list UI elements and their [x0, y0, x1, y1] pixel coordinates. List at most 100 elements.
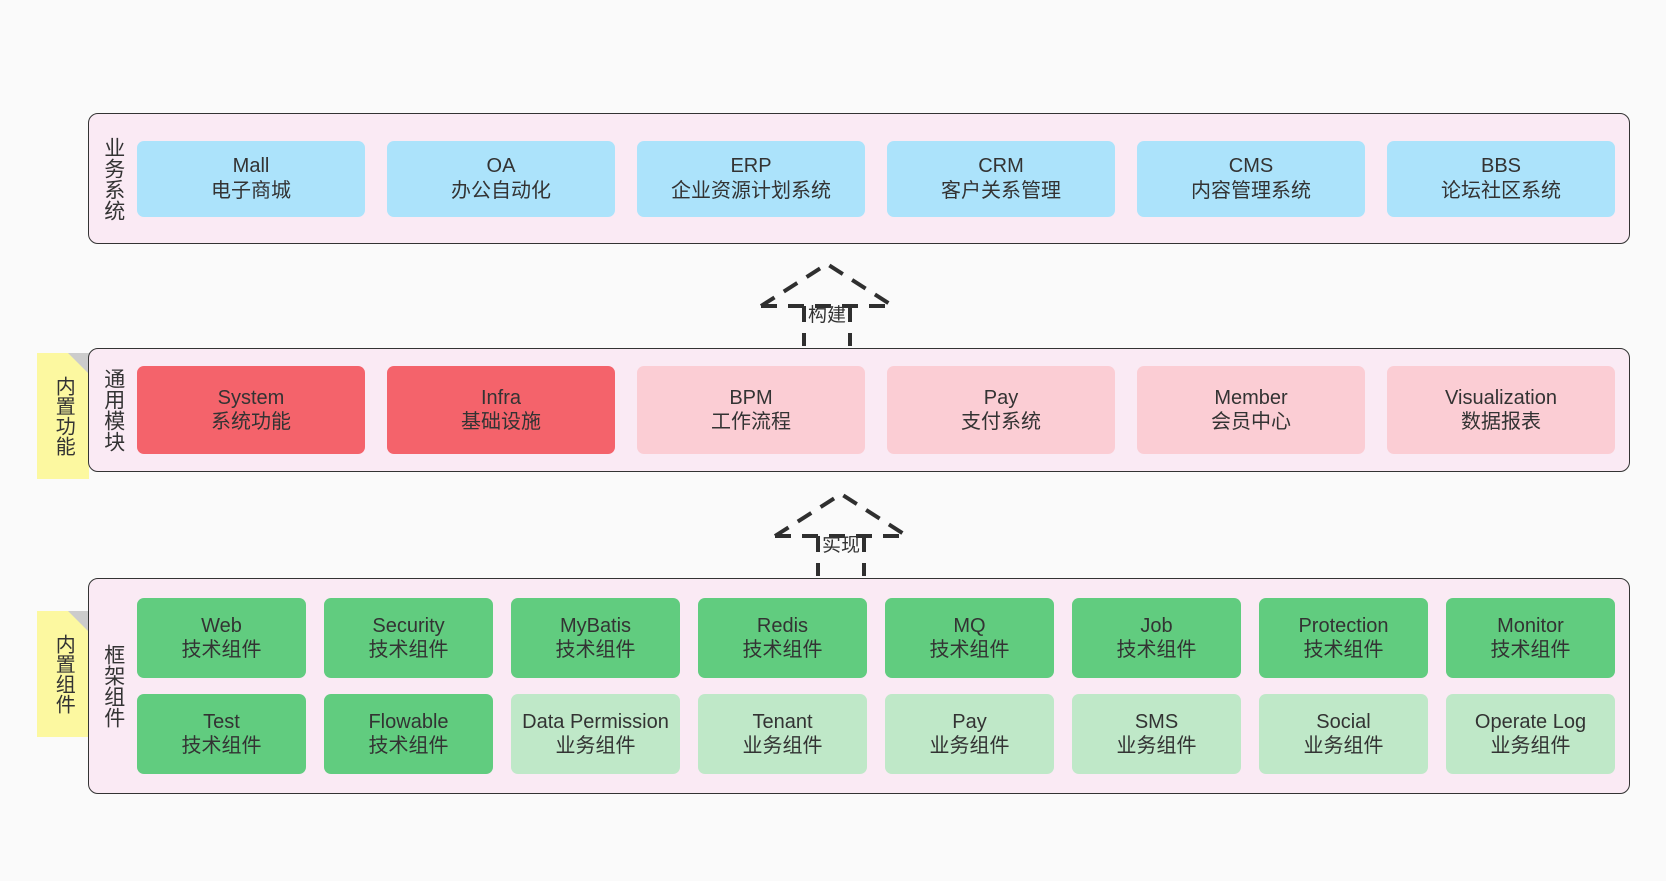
node-monitor[interactable]: Monitor 技术组件 — [1446, 598, 1615, 678]
layer-business-system: 业务系统 Mall 电子商城 OA 办公自动化 ERP 企业资源计划系统 CRM — [88, 113, 1630, 244]
node-data-permission-name: Data Permission — [522, 710, 669, 733]
node-pay-component-desc: 业务组件 — [929, 735, 1010, 757]
node-mq-name: MQ — [953, 614, 986, 637]
node-social[interactable]: Social 业务组件 — [1259, 694, 1428, 774]
node-mall[interactable]: Mall 电子商城 — [137, 140, 365, 217]
node-member-desc: 会员中心 — [1211, 411, 1291, 433]
node-sms[interactable]: SMS 业务组件 — [1072, 694, 1241, 774]
layer-business-system-body: Mall 电子商城 OA 办公自动化 ERP 企业资源计划系统 CRM 客户关系… — [137, 114, 1629, 243]
node-erp-name: ERP — [730, 155, 772, 178]
node-visualization-desc: 数据报表 — [1461, 411, 1541, 433]
node-visualization-name: Visualization — [1445, 386, 1557, 409]
node-bpm-name: BPM — [729, 386, 773, 409]
node-test-desc: 技术组件 — [181, 735, 262, 757]
node-job[interactable]: Job 技术组件 — [1072, 598, 1241, 678]
node-erp-desc: 企业资源计划系统 — [671, 179, 831, 202]
node-flowable[interactable]: Flowable 技术组件 — [324, 694, 493, 774]
node-system-name: System — [217, 386, 285, 409]
node-bpm[interactable]: BPM 工作流程 — [637, 366, 865, 454]
node-flowable-desc: 技术组件 — [368, 735, 449, 757]
layer-framework-components: 框架组件 Web 技术组件 Security 技术组件 MyBatis 技术组件 — [88, 578, 1630, 794]
layer-common-modules: 通用模块 System 系统功能 Infra 基础设施 BPM 工作流程 Pay — [88, 348, 1630, 472]
node-mq[interactable]: MQ 技术组件 — [885, 598, 1054, 678]
node-protection-name: Protection — [1298, 614, 1389, 637]
note-fold-corner-icon — [68, 353, 89, 374]
node-crm-name: CRM — [978, 155, 1024, 178]
node-pay-component-name: Pay — [952, 710, 987, 733]
node-bpm-desc: 工作流程 — [711, 411, 791, 433]
node-visualization[interactable]: Visualization 数据报表 — [1387, 366, 1615, 454]
node-security-name: Security — [372, 614, 445, 637]
node-operate-log-desc: 业务组件 — [1490, 735, 1571, 757]
framework-biz-row: Test 技术组件 Flowable 技术组件 Data Permission … — [137, 694, 1615, 774]
node-monitor-desc: 技术组件 — [1490, 639, 1571, 661]
node-erp[interactable]: ERP 企业资源计划系统 — [637, 140, 865, 217]
node-cms-desc: 内容管理系统 — [1191, 179, 1311, 202]
node-system[interactable]: System 系统功能 — [137, 366, 365, 454]
layer-common-modules-body: System 系统功能 Infra 基础设施 BPM 工作流程 Pay 支付系统… — [137, 349, 1629, 471]
arrow-implement-label: 实现 — [821, 535, 861, 556]
node-bbs-desc: 论坛社区系统 — [1441, 179, 1561, 202]
node-mybatis-name: MyBatis — [559, 614, 632, 637]
node-web[interactable]: Web 技术组件 — [137, 598, 306, 678]
note-builtin-function-label: 内置功能 — [52, 376, 75, 456]
node-data-permission[interactable]: Data Permission 业务组件 — [511, 694, 680, 774]
arrow-build-label: 构建 — [807, 305, 847, 326]
node-test-name: Test — [203, 710, 240, 733]
node-job-name: Job — [1140, 614, 1173, 637]
node-redis-desc: 技术组件 — [742, 639, 823, 661]
arrow-build: 构建 — [756, 260, 898, 346]
business-node-row: Mall 电子商城 OA 办公自动化 ERP 企业资源计划系统 CRM 客户关系… — [137, 140, 1615, 217]
node-pay-component[interactable]: Pay 业务组件 — [885, 694, 1054, 774]
node-data-permission-desc: 业务组件 — [555, 735, 636, 757]
node-security-desc: 技术组件 — [368, 639, 449, 661]
node-crm[interactable]: CRM 客户关系管理 — [887, 140, 1115, 217]
layer-business-system-title: 业务系统 — [101, 136, 125, 221]
note-builtin-component: 内置组件 — [37, 611, 89, 737]
node-oa[interactable]: OA 办公自动化 — [387, 140, 615, 217]
node-mybatis[interactable]: MyBatis 技术组件 — [511, 598, 680, 678]
node-job-desc: 技术组件 — [1116, 639, 1197, 661]
layer-framework-components-title: 框架组件 — [101, 644, 125, 728]
node-tenant-name: Tenant — [752, 710, 813, 733]
layer-framework-components-body: Web 技术组件 Security 技术组件 MyBatis 技术组件 Redi… — [137, 579, 1629, 793]
node-web-desc: 技术组件 — [181, 639, 262, 661]
node-pay-module[interactable]: Pay 支付系统 — [887, 366, 1115, 454]
node-system-desc: 系统功能 — [211, 411, 291, 433]
note-fold-corner-icon-2 — [68, 611, 89, 632]
node-sms-desc: 业务组件 — [1116, 735, 1197, 757]
node-infra-desc: 基础设施 — [461, 411, 541, 433]
node-mall-name: Mall — [232, 155, 270, 178]
node-sms-name: SMS — [1134, 710, 1179, 733]
node-pay-module-name: Pay — [983, 386, 1019, 409]
node-oa-desc: 办公自动化 — [451, 179, 551, 202]
node-bbs[interactable]: BBS 论坛社区系统 — [1387, 140, 1615, 217]
node-pay-module-desc: 支付系统 — [961, 411, 1041, 433]
node-operate-log[interactable]: Operate Log 业务组件 — [1446, 694, 1615, 774]
node-mq-desc: 技术组件 — [929, 639, 1010, 661]
node-tenant-desc: 业务组件 — [742, 735, 823, 757]
node-security[interactable]: Security 技术组件 — [324, 598, 493, 678]
node-redis[interactable]: Redis 技术组件 — [698, 598, 867, 678]
node-mybatis-desc: 技术组件 — [555, 639, 636, 661]
node-member-name: Member — [1214, 386, 1288, 409]
framework-rows: Web 技术组件 Security 技术组件 MyBatis 技术组件 Redi… — [137, 598, 1615, 774]
node-oa-name: OA — [486, 155, 516, 178]
node-tenant[interactable]: Tenant 业务组件 — [698, 694, 867, 774]
node-flowable-name: Flowable — [368, 710, 449, 733]
node-cms[interactable]: CMS 内容管理系统 — [1137, 140, 1365, 217]
note-builtin-function: 内置功能 — [37, 353, 89, 479]
arrow-implement: 实现 — [770, 490, 912, 576]
node-member[interactable]: Member 会员中心 — [1137, 366, 1365, 454]
node-social-desc: 业务组件 — [1303, 735, 1384, 757]
node-infra[interactable]: Infra 基础设施 — [387, 366, 615, 454]
node-monitor-name: Monitor — [1497, 614, 1564, 637]
node-social-name: Social — [1316, 710, 1371, 733]
layer-common-modules-title: 通用模块 — [101, 368, 125, 452]
node-protection[interactable]: Protection 技术组件 — [1259, 598, 1428, 678]
node-test[interactable]: Test 技术组件 — [137, 694, 306, 774]
node-mall-desc: 电子商城 — [211, 179, 291, 202]
framework-tech-row: Web 技术组件 Security 技术组件 MyBatis 技术组件 Redi… — [137, 598, 1615, 678]
node-bbs-name: BBS — [1480, 155, 1522, 178]
